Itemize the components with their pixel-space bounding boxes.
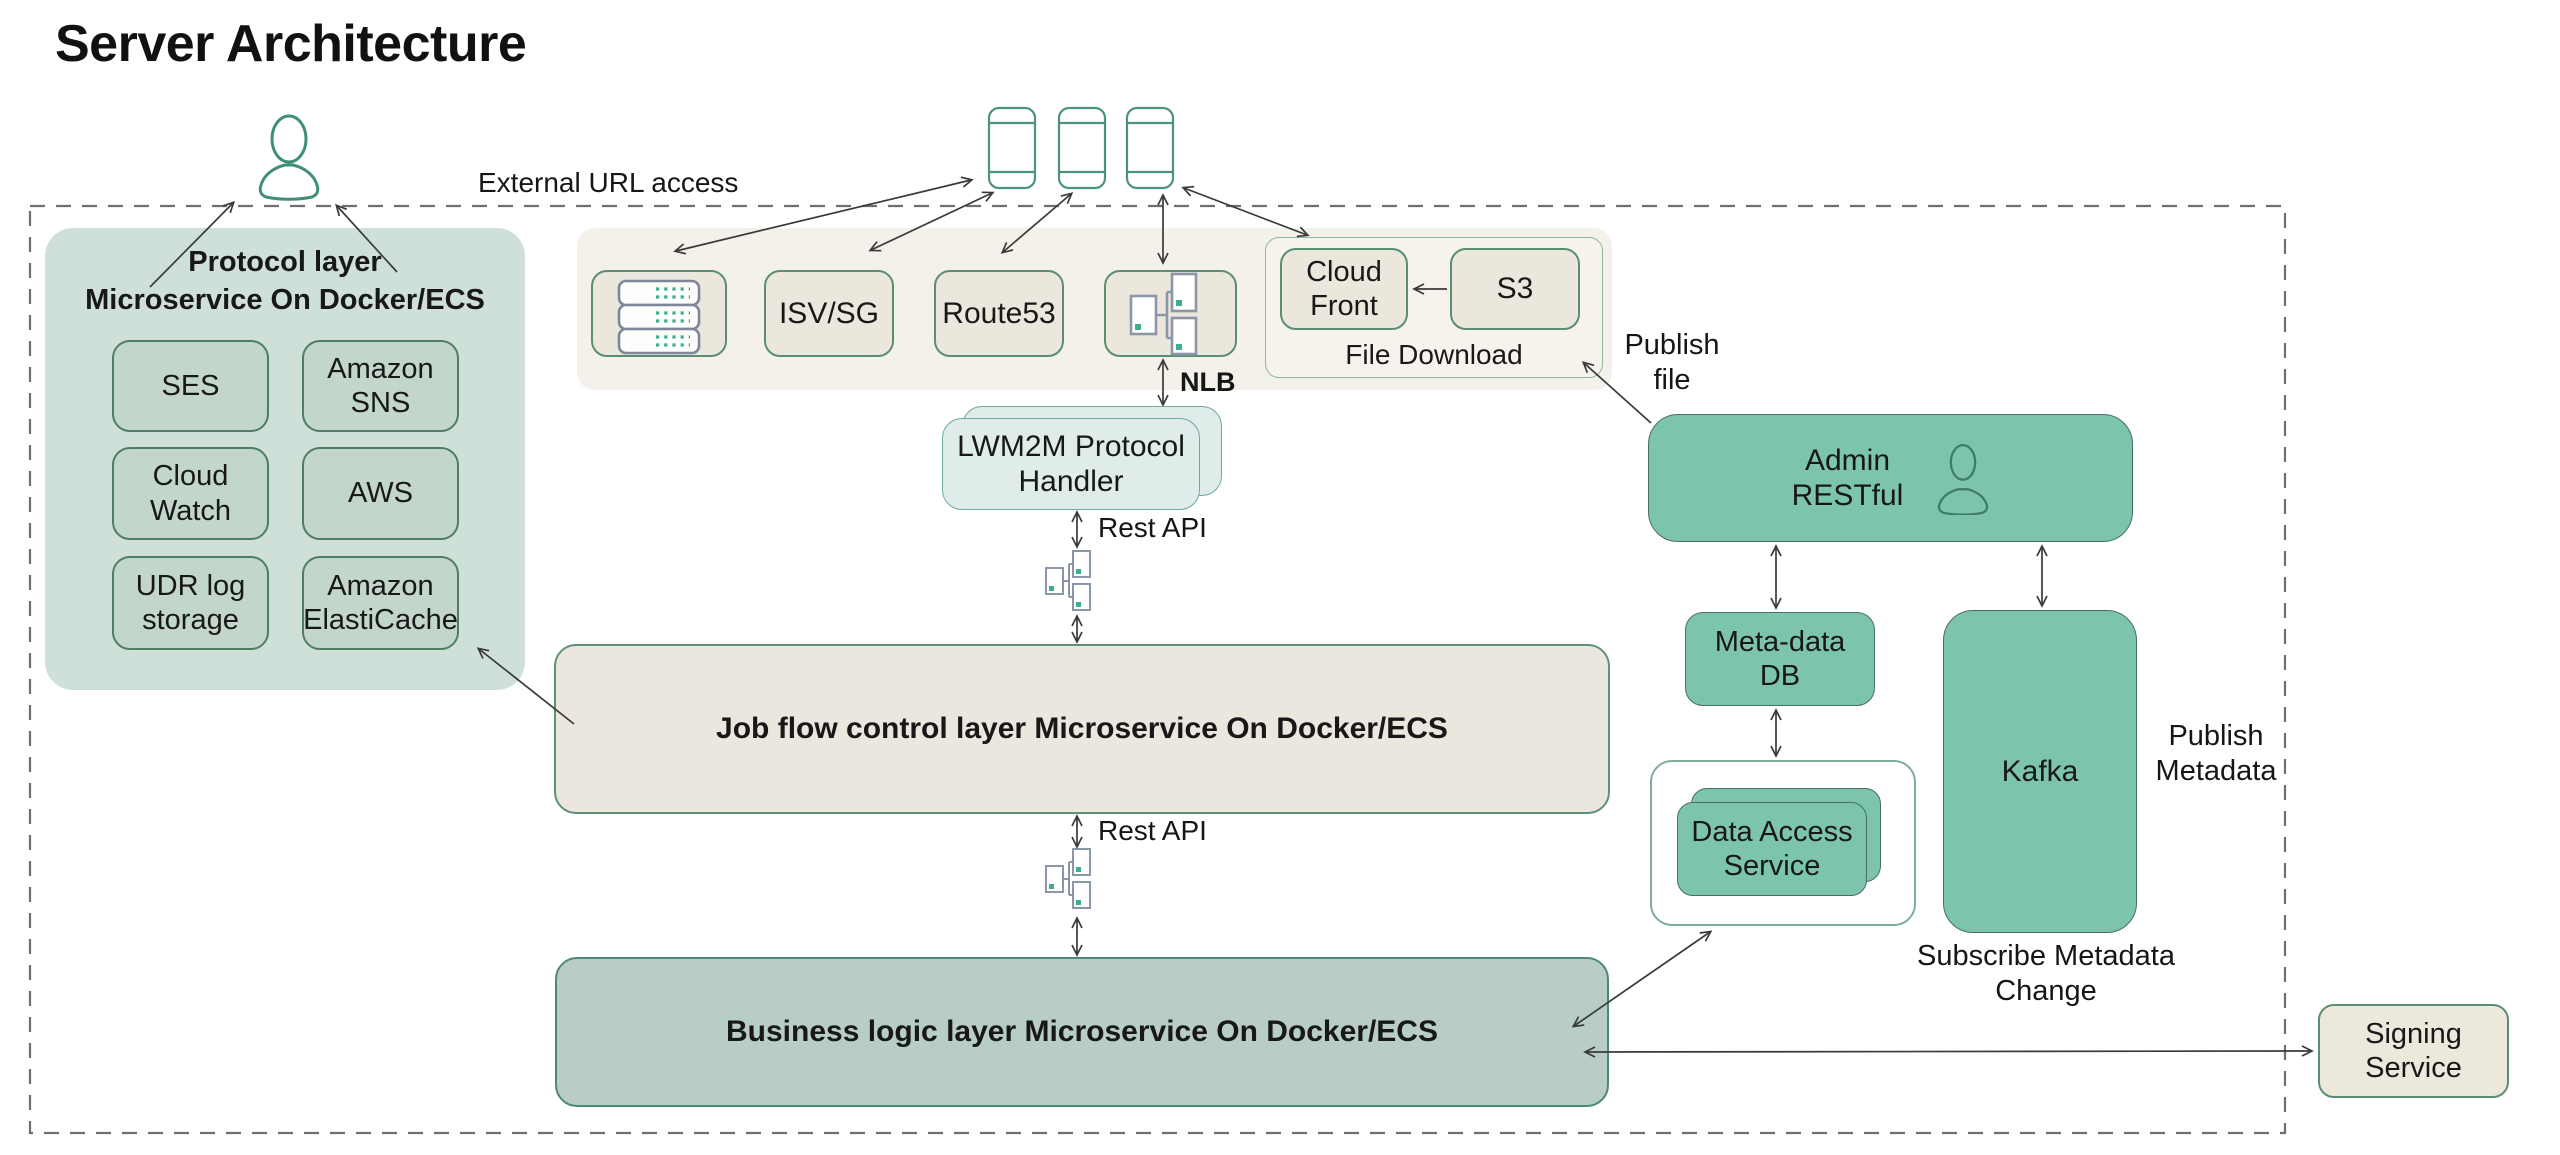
node-cloud-front: Cloud Front bbox=[1280, 248, 1408, 330]
api-node-icon bbox=[1045, 848, 1091, 909]
node-udr-log-storage: UDR log storage bbox=[112, 556, 269, 650]
node-server-rack bbox=[591, 270, 727, 357]
admin-restful-box: Admin RESTful bbox=[1648, 414, 2133, 542]
file-download-label: File Download bbox=[1345, 338, 1523, 370]
lwm2m-handler-card: LWM2M Protocol Handler bbox=[942, 418, 1200, 510]
subscribe-metadata-change-label: Subscribe Metadata Change bbox=[1917, 940, 2175, 1008]
signing-service-box: Signing Service bbox=[2318, 1004, 2509, 1098]
node-route53: Route53 bbox=[934, 270, 1064, 357]
publish-metadata-label: Publish Metadata bbox=[2155, 720, 2277, 788]
protocol-layer-title: Protocol layer Microservice On Docker/EC… bbox=[85, 246, 485, 316]
meta-data-db-box: Meta-data DB bbox=[1685, 612, 1875, 706]
data-access-service-box: Data Access Service bbox=[1677, 802, 1867, 896]
node-ses: SES bbox=[112, 340, 269, 432]
smartphone-icon bbox=[1125, 106, 1175, 190]
rest-api-label-top: Rest API bbox=[1098, 512, 1207, 543]
smartphone-icon bbox=[1057, 106, 1107, 190]
job-flow-layer-bar: Job flow control layer Microservice On D… bbox=[554, 644, 1610, 814]
admin-user-icon bbox=[1938, 443, 1989, 515]
nlb-label: NLB bbox=[1180, 367, 1236, 397]
node-s3: S3 bbox=[1450, 248, 1580, 330]
node-amazon-elasticache: Amazon ElastiCache bbox=[302, 556, 459, 650]
node-isv-sg: ISV/SG bbox=[764, 270, 894, 357]
node-amazon-sns: Amazon SNS bbox=[302, 340, 459, 432]
page-title: Server Architecture bbox=[55, 15, 527, 73]
external-url-access-label: External URL access bbox=[478, 167, 739, 198]
publish-file-label: Publish file bbox=[1624, 329, 1720, 397]
kafka-box: Kafka bbox=[1943, 610, 2137, 933]
business-logic-layer-bar: Business logic layer Microservice On Doc… bbox=[555, 957, 1609, 1107]
api-node-icon bbox=[1045, 550, 1091, 611]
node-cloud-watch: Cloud Watch bbox=[112, 447, 269, 540]
connector-business-signing bbox=[1583, 1045, 2314, 1058]
node-aws: AWS bbox=[302, 447, 459, 540]
admin-restful-label: Admin RESTful bbox=[1791, 443, 1904, 512]
node-nlb bbox=[1104, 270, 1237, 357]
smartphone-icon bbox=[987, 106, 1037, 190]
user-icon bbox=[258, 114, 320, 201]
rest-api-label-bottom: Rest API bbox=[1098, 815, 1207, 846]
